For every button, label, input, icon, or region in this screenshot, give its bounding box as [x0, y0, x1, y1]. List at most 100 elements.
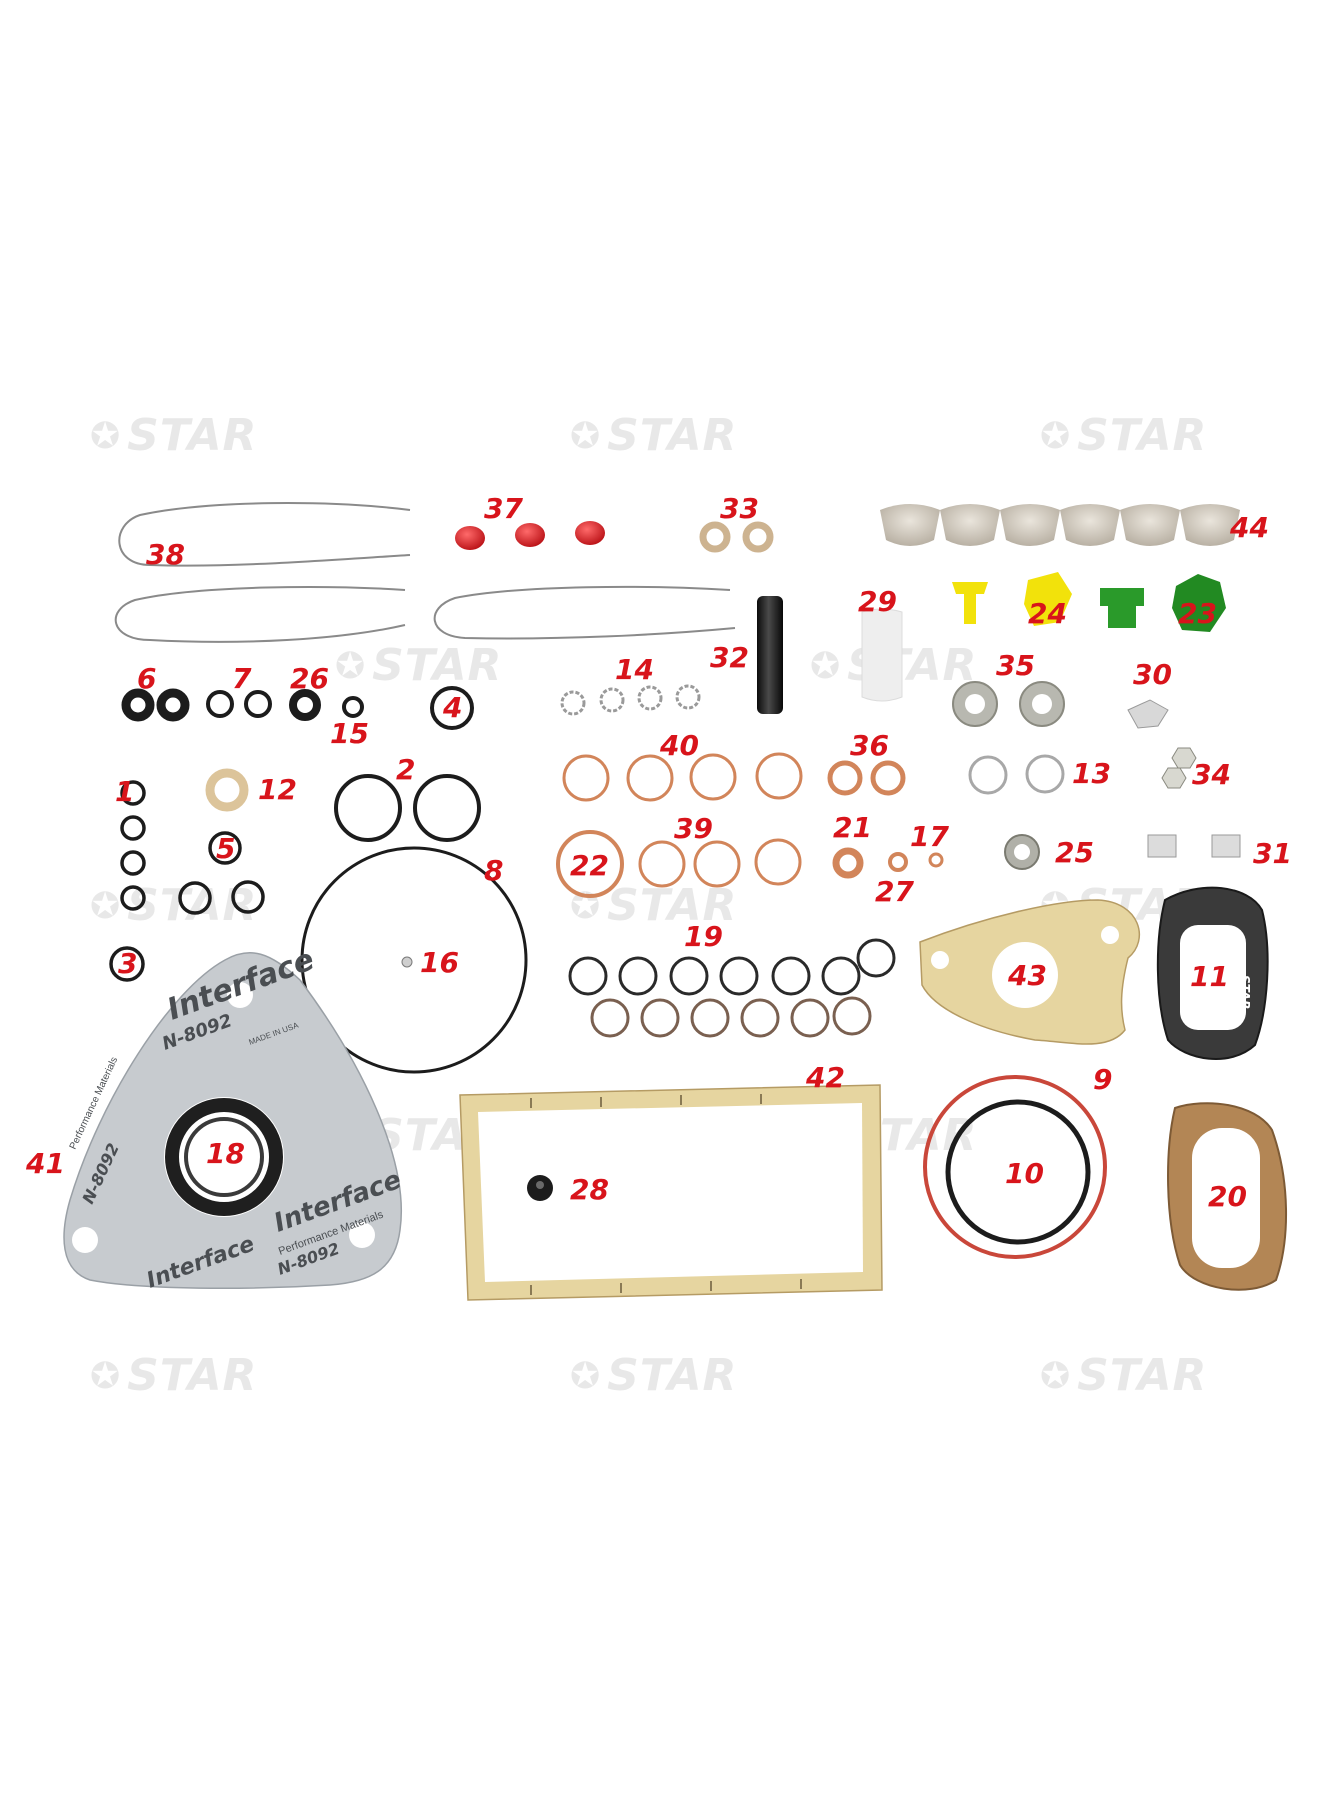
- metal-ring: [968, 755, 1008, 795]
- copper-washer: [870, 760, 906, 796]
- callout-32: 32: [710, 641, 749, 674]
- copper-washer-27: [888, 852, 908, 872]
- o-ring: [719, 956, 759, 996]
- callout-19: 19: [684, 920, 723, 953]
- metal-ring: [1025, 754, 1065, 794]
- o-ring: [120, 815, 146, 841]
- print-mark: [620, 1283, 622, 1293]
- o-ring: [640, 998, 680, 1038]
- star-watermark: ✪STAR: [570, 880, 737, 931]
- seal-26: [289, 689, 321, 721]
- o-ring: [334, 774, 402, 842]
- green-caps-23: [1100, 574, 1226, 632]
- callout-7: 7: [232, 662, 252, 695]
- seal-backdrop: [164, 1097, 284, 1217]
- callout-36: 36: [850, 729, 889, 762]
- gasket-hole: [227, 982, 253, 1008]
- cup-seal: [940, 504, 1000, 546]
- print-mark: [530, 1098, 532, 1108]
- oil-seal-18: [165, 1098, 283, 1216]
- callout-44: 44: [1230, 511, 1269, 544]
- o-ring: [669, 956, 709, 996]
- gasket-window: [1192, 1128, 1260, 1268]
- star-logo-icon: ✪: [570, 1356, 602, 1397]
- copper-washers-36: [827, 760, 906, 796]
- washer-hole: [965, 694, 985, 714]
- o-ring: [568, 956, 608, 996]
- copper-washer: [638, 840, 686, 888]
- callout-21: 21: [833, 811, 872, 844]
- gasket-hole: [931, 951, 949, 969]
- cup-seal: [1000, 504, 1060, 546]
- callout-6: 6: [137, 662, 157, 695]
- red-cap: [575, 521, 605, 545]
- callout-3: 3: [118, 947, 138, 980]
- washers-33: [699, 521, 774, 553]
- large-o-ring-8: [300, 846, 528, 1074]
- green-cap: [1172, 574, 1226, 632]
- callout-23: 23: [1178, 597, 1217, 630]
- print-mark: [760, 1094, 762, 1104]
- watermark-text: STAR: [1077, 410, 1208, 461]
- copper-washer-21: [832, 847, 864, 879]
- callout-16: 16: [420, 946, 459, 979]
- hex-nut: [1171, 747, 1197, 769]
- callout-35: 35: [996, 649, 1035, 682]
- star-washer: [560, 690, 586, 716]
- copper-washer: [754, 838, 802, 886]
- copper-washer: [693, 840, 741, 888]
- o-ring-4: [430, 686, 474, 730]
- black-tube-32: [757, 596, 783, 714]
- callout-29: 29: [858, 585, 897, 618]
- o-ring: [821, 956, 861, 996]
- washers-35: [952, 681, 1065, 727]
- cups-44: [880, 504, 1240, 546]
- o-ring: [120, 850, 146, 876]
- gasket-hole: [349, 1222, 375, 1248]
- copper-washers-40: [562, 752, 803, 802]
- red-cap: [515, 523, 545, 547]
- callout-14: 14: [615, 653, 654, 686]
- copper-washer: [562, 754, 610, 802]
- watermark-text: STAR: [127, 1350, 258, 1401]
- callout-43: 43: [1008, 959, 1047, 992]
- wire-loop: [433, 585, 736, 640]
- star-logo-icon: ✪: [1040, 416, 1072, 457]
- gasket-window: [1180, 925, 1246, 1030]
- star-watermark: ✪STAR: [1040, 410, 1207, 461]
- star-logo-icon: ✪: [90, 416, 122, 457]
- hex-nut: [1161, 767, 1187, 789]
- callout-9: 9: [1093, 1063, 1113, 1096]
- callout-18: 18: [206, 1137, 245, 1170]
- star-logo-icon: ✪: [90, 1356, 122, 1397]
- copper-washer: [689, 753, 737, 801]
- print-mark: [600, 1097, 602, 1107]
- clip-30: [1127, 699, 1169, 729]
- o-ring: [120, 885, 146, 911]
- seal-hole: [1014, 844, 1030, 860]
- gasket-hole: [1101, 926, 1119, 944]
- o-ring: [832, 996, 872, 1036]
- callout-5: 5: [216, 832, 236, 865]
- print-mark: [530, 1285, 532, 1295]
- copper-washer-17: [928, 852, 944, 868]
- callout-39: 39: [674, 812, 713, 845]
- rings-13: [968, 754, 1065, 795]
- gasket-hole: [992, 942, 1058, 1008]
- o-ring: [590, 998, 630, 1038]
- seals-6: [121, 688, 190, 722]
- callout-42: 42: [806, 1061, 845, 1094]
- wire-loop: [114, 586, 406, 643]
- star-watermark: ✪STAR: [90, 1350, 257, 1401]
- plates-31: [1147, 834, 1241, 858]
- callout-41: 41: [26, 1147, 65, 1180]
- watermark-text: STAR: [607, 410, 738, 461]
- callout-37: 37: [484, 492, 523, 525]
- callout-15: 15: [330, 717, 369, 750]
- cup-seal: [1120, 504, 1180, 546]
- watermark-text: STAR: [127, 410, 258, 461]
- gasket-window: [478, 1103, 863, 1282]
- copper-washer-22: [556, 830, 624, 898]
- star-watermark: ✪STAR: [570, 410, 737, 461]
- callout-27: 27: [875, 875, 914, 908]
